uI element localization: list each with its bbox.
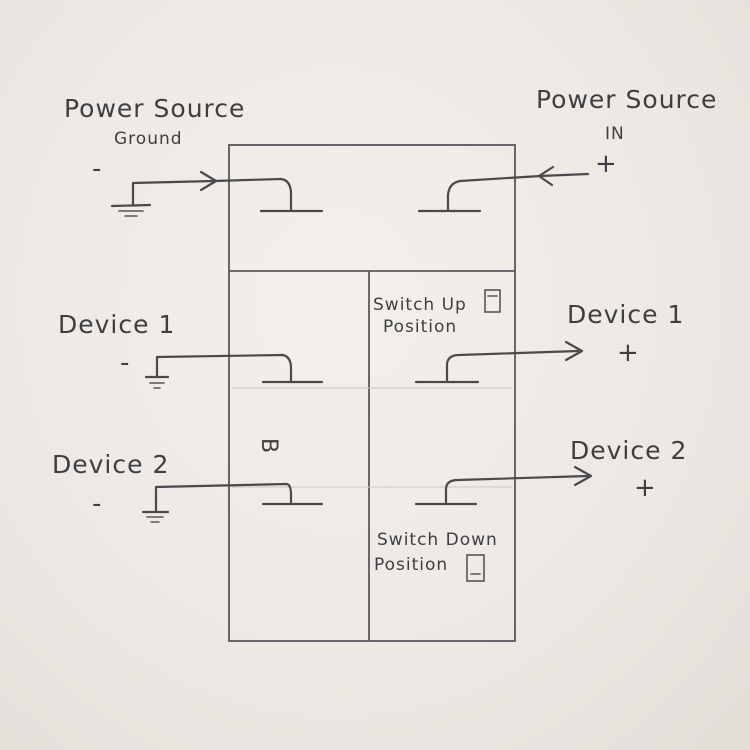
device2-plus-sign: + [634,473,657,503]
ground-icon-top [110,203,152,217]
ground-label: Ground [114,129,183,149]
device1-left-label: Device 1 [58,310,175,339]
ground-icon-device2 [141,510,170,523]
center-mark: B [256,438,281,454]
device2-minus-sign: - [92,489,102,519]
ground-icon-device1 [144,375,170,389]
power-source-ground-wire [131,170,324,213]
device2-ground-wire [154,482,324,514]
switch-up-icon [484,289,501,313]
device1-right-label: Device 1 [567,300,684,329]
device2-output-wire [414,465,593,506]
power-source-in-wire [417,165,590,213]
switch-body [228,144,516,642]
device2-left-label: Device 2 [52,450,169,479]
device1-output-wire [414,340,584,384]
power-source-ground-label: Power Source [64,94,245,123]
switch-down-position-label: Position [374,555,448,575]
ground-minus-sign: - [92,154,102,184]
power-plus-sign: + [595,149,618,179]
device2-right-label: Device 2 [570,436,687,465]
device1-minus-sign: - [120,348,130,378]
switch-down-icon [466,554,485,582]
power-source-in-label: Power Source [536,85,717,114]
in-label: IN [605,124,625,144]
switch-up-label: Switch Up [373,295,467,315]
switch-up-position-label: Position [383,317,457,337]
switch-down-label: Switch Down [377,530,498,550]
device1-ground-wire [155,353,324,384]
device1-plus-sign: + [617,338,640,368]
